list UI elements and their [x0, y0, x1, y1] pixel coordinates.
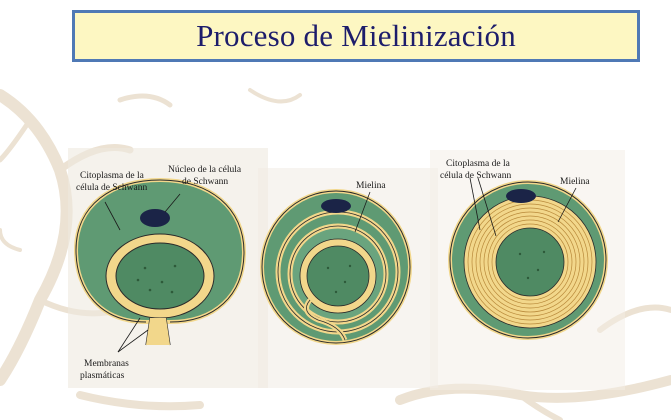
axon [307, 246, 369, 306]
panel3-myelin-label: Mielina [560, 177, 590, 187]
panel1-membranes-label-2: plasmáticas [80, 371, 125, 381]
schwann-nucleus [506, 189, 536, 203]
axon [116, 243, 204, 309]
panel2-myelin-label: Mielina [356, 181, 386, 191]
axon [496, 228, 564, 296]
panel3-cytoplasm-label-2: célula de Schwann [440, 171, 511, 181]
page-title: Proceso de Mielinización [196, 18, 516, 54]
title-box: Proceso de Mielinización [72, 10, 640, 62]
panel3-cytoplasm-label-1: Citoplasma de la [446, 159, 511, 169]
panel1-membranes-label-1: Membranas [84, 359, 129, 369]
panel1-cytoplasm-label-1: Citoplasma de la [80, 171, 145, 181]
panel1-nucleus-label-2: de Schwann [182, 177, 228, 187]
schwann-nucleus [321, 199, 351, 213]
panel1-cytoplasm-label-2: célula de Schwann [76, 183, 147, 193]
panel1-nucleus-label-1: Núcleo de la célula [168, 165, 242, 175]
